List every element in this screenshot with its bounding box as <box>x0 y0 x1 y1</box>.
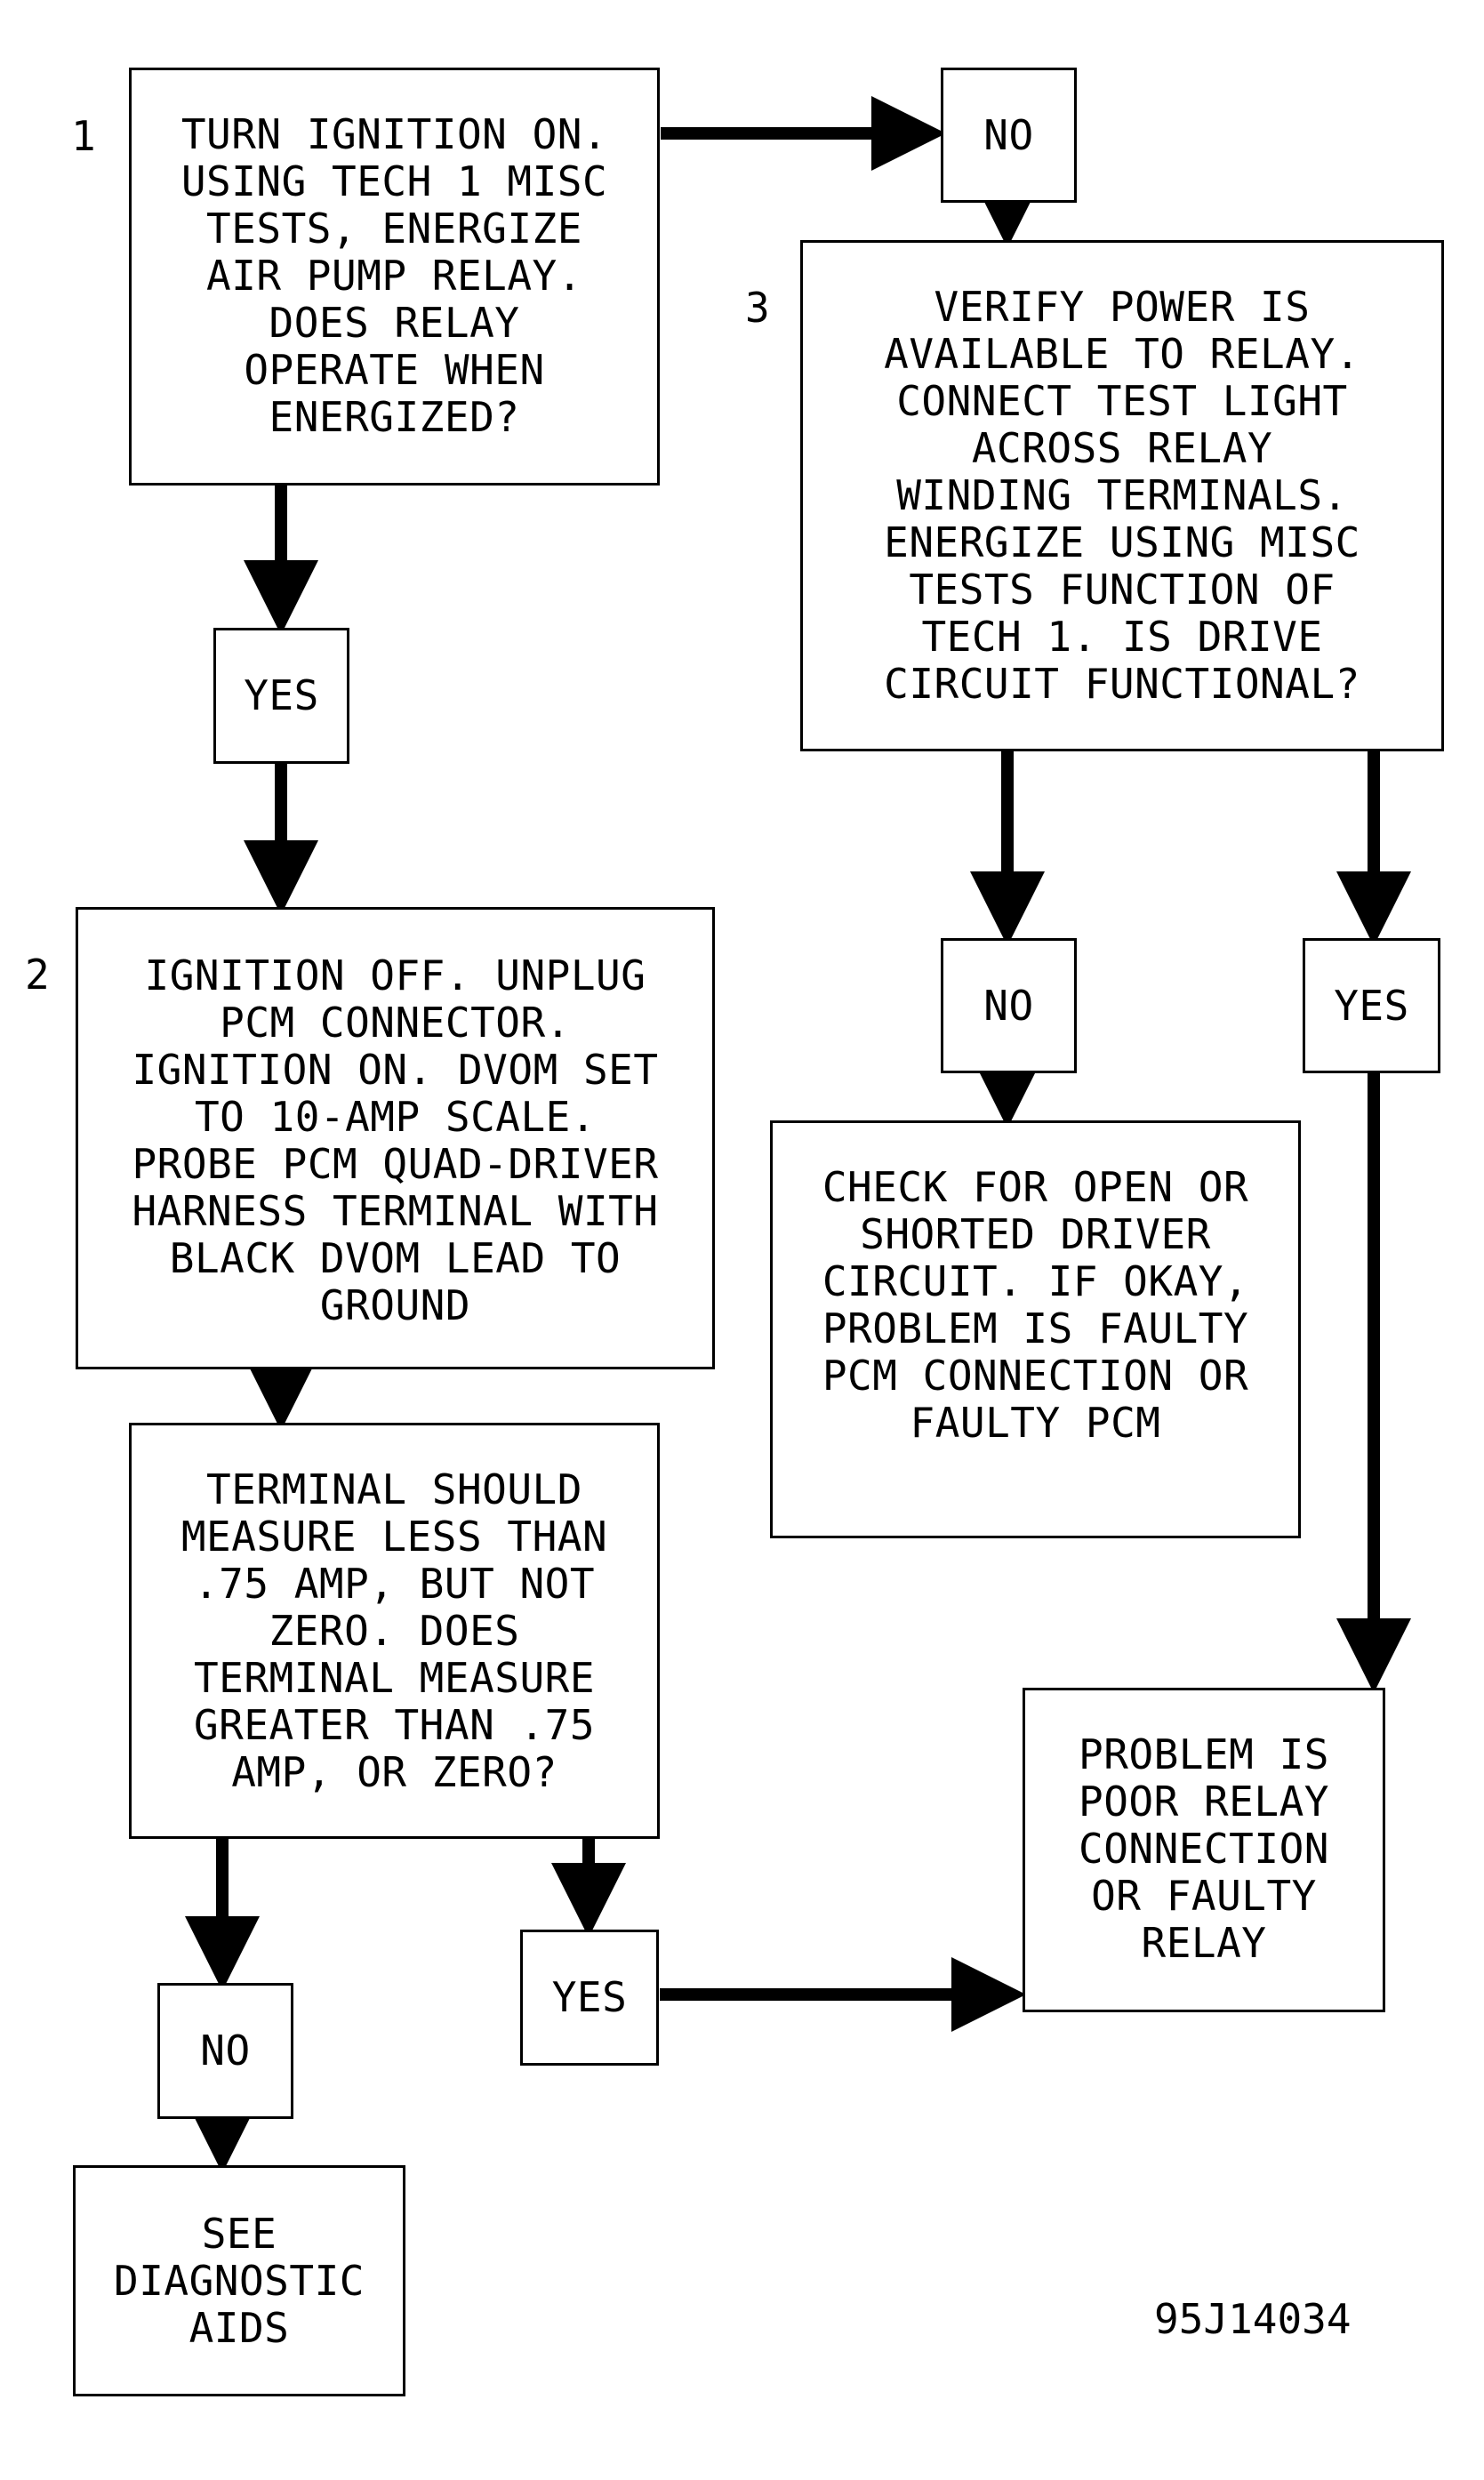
step-3-yes-box: YES <box>1303 938 1440 1073</box>
terminal-yes-box: YES <box>520 1930 659 2066</box>
terminal-no-box: NO <box>157 1983 293 2119</box>
step-number-3: 3 <box>745 284 770 332</box>
check-driver-box: CHECK FOR OPEN OR SHORTED DRIVER CIRCUIT… <box>770 1120 1301 1538</box>
step-3-text: VERIFY POWER IS AVAILABLE TO RELAY. CONN… <box>884 283 1360 708</box>
step-1-no-box: NO <box>941 68 1077 203</box>
relay-problem-box: PROBLEM IS POOR RELAY CONNECTION OR FAUL… <box>1023 1688 1385 2012</box>
step-3-no-label: NO <box>983 981 1034 1030</box>
terminal-measure-box: TERMINAL SHOULD MEASURE LESS THAN .75 AM… <box>129 1423 660 1839</box>
terminal-no-label: NO <box>200 2027 251 2075</box>
relay-problem-text: PROBLEM IS POOR RELAY CONNECTION OR FAUL… <box>1079 1730 1329 1967</box>
step-3-yes-label: YES <box>1334 981 1409 1030</box>
step-1-text: TURN IGNITION ON. USING TECH 1 MISC TEST… <box>180 110 608 441</box>
step-number-1: 1 <box>71 112 96 160</box>
step-1-yes-box: YES <box>213 628 349 764</box>
step-1-no-label: NO <box>983 110 1034 159</box>
check-driver-text: CHECK FOR OPEN OR SHORTED DRIVER CIRCUIT… <box>822 1163 1249 1447</box>
step-3-no-box: NO <box>941 938 1077 1073</box>
terminal-yes-label: YES <box>551 1973 628 2021</box>
step-2-text: IGNITION OFF. UNPLUG PCM CONNECTOR. IGNI… <box>132 951 659 1329</box>
step-1-yes-label: YES <box>244 671 319 719</box>
step-number-2: 2 <box>25 951 50 999</box>
step-3-box: VERIFY POWER IS AVAILABLE TO RELAY. CONN… <box>800 240 1444 751</box>
diagnostic-aids-box: SEE DIAGNOSTIC AIDS <box>73 2165 405 2396</box>
step-1-box: TURN IGNITION ON. USING TECH 1 MISC TEST… <box>129 68 660 486</box>
terminal-measure-text: TERMINAL SHOULD MEASURE LESS THAN .75 AM… <box>180 1465 608 1796</box>
figure-id: 95J14034 <box>1154 2295 1352 2343</box>
diagnostic-aids-text: SEE DIAGNOSTIC AIDS <box>114 2209 365 2352</box>
step-2-box: IGNITION OFF. UNPLUG PCM CONNECTOR. IGNI… <box>76 907 715 1369</box>
